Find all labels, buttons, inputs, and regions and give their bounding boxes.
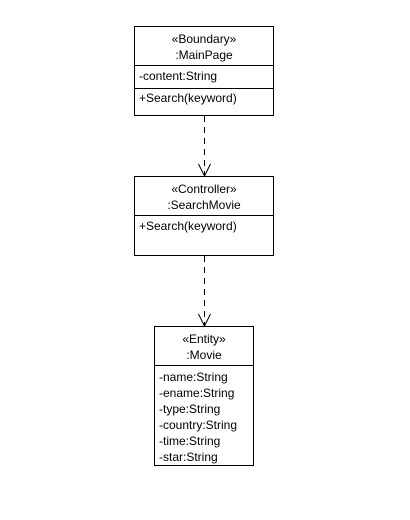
attributes-section: -content:String <box>135 65 273 88</box>
class-box-movie[interactable]: «Entity» :Movie -name:String -ename:Stri… <box>154 326 254 466</box>
attribute: -name:String <box>159 370 228 384</box>
class-header: «Controller» :SearchMovie <box>135 177 273 215</box>
operation: +Search(keyword) <box>139 219 237 233</box>
class-header: «Boundary» :MainPage <box>135 27 273 65</box>
class-header: «Entity» :Movie <box>155 327 253 365</box>
operations-section: +Search(keyword) <box>135 88 273 115</box>
class-stereotype: «Controller» <box>171 182 237 196</box>
attribute: -type:String <box>159 402 221 416</box>
class-name: :MainPage <box>175 48 233 62</box>
class-stereotype: «Entity» <box>182 332 226 346</box>
class-stereotype: «Boundary» <box>171 32 237 46</box>
attribute: -star:String <box>159 450 218 464</box>
class-name: :SearchMovie <box>167 198 241 212</box>
class-name: :Movie <box>186 348 222 362</box>
attribute: -ename:String <box>159 386 235 400</box>
operation: +Search(keyword) <box>139 91 237 105</box>
attributes-section: -name:String -ename:String -type:String … <box>155 365 253 465</box>
attribute: -content:String <box>139 69 218 83</box>
attribute: -time:String <box>159 434 221 448</box>
attribute: -country:String <box>159 418 238 432</box>
class-box-main-page[interactable]: «Boundary» :MainPage -content:String +Se… <box>134 26 274 116</box>
class-box-search-movie[interactable]: «Controller» :SearchMovie +Search(keywor… <box>134 176 274 256</box>
operations-section: +Search(keyword) <box>135 215 273 255</box>
